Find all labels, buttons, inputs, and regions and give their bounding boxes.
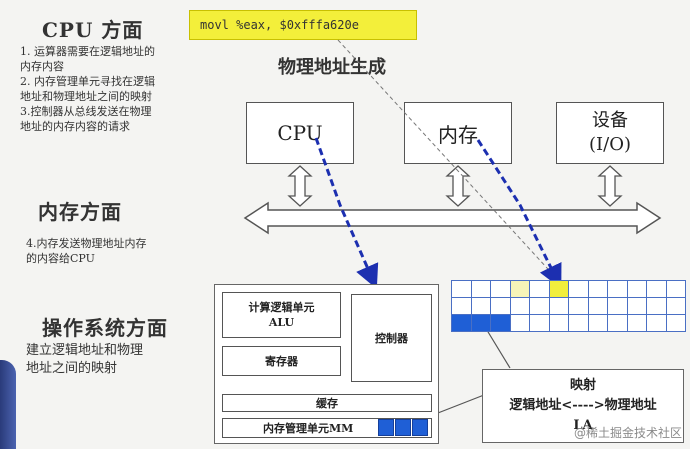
cpu-note-line: 地址的内存内容的请求 (20, 120, 130, 133)
registers-box: 寄存器 (222, 346, 341, 376)
memory-cell (646, 314, 667, 332)
memory-cell (529, 280, 550, 298)
bus-arrow (243, 201, 662, 235)
cpu-note-line: 地址和物理地址之间的映射 (20, 90, 152, 103)
mapping-box: 映射 逻辑地址<---->物理地址 LA (482, 369, 684, 443)
memory-cell (665, 314, 686, 332)
memory-cell (607, 314, 628, 332)
mmu-cell (395, 419, 411, 436)
memory-cell (646, 280, 667, 298)
cpu-note-line: 3.控制器从总线发送在物理 (20, 105, 152, 118)
memory-cell (470, 280, 491, 298)
mapping-title: 映射 (569, 378, 596, 393)
memory-cell (490, 297, 511, 315)
memory-cell (587, 314, 608, 332)
cpu-bus-arrow (287, 165, 313, 207)
alu-box: 计算逻辑单元 ALU (222, 292, 341, 338)
memory-cell (607, 280, 628, 298)
memory-cell (509, 297, 530, 315)
cpu-aspect-notes: 1. 运算器需要在逻辑地址的 内存内容 2. 内存管理单元寻找在逻辑 地址和物理… (20, 44, 220, 134)
memory-cell (665, 280, 686, 298)
assembly-instruction: movl %eax, $0xfffa620e (189, 10, 417, 40)
cpu-to-detail-arrow (314, 137, 379, 289)
device-io-label: (I/O) (589, 134, 631, 155)
controller-box: 控制器 (351, 294, 432, 382)
code-to-memory-line (337, 39, 559, 281)
memory-cell (490, 314, 511, 332)
cache-box: 缓存 (222, 394, 432, 412)
memory-cell (646, 297, 667, 315)
os-aspect-heading: 操作系统方面 (42, 316, 168, 340)
os-note-line: 地址之间的映射 (26, 361, 118, 376)
memory-cell (529, 314, 550, 332)
memory-cell (451, 280, 472, 298)
os-aspect-notes: 建立逻辑地址和物理 地址之间的映射 (26, 342, 216, 378)
memory-cell (568, 314, 589, 332)
memory-cell (509, 280, 530, 298)
memory-cell (626, 280, 647, 298)
memory-cell (607, 297, 628, 315)
memory-cell (509, 314, 530, 332)
memory-aspect-notes: 4.内存发送物理地址内存 的内容给CPU (26, 236, 226, 266)
memory-bus-arrow (445, 165, 471, 207)
memory-cell (451, 297, 472, 315)
alu-abbr: ALU (268, 316, 295, 329)
mapping-la: LA (573, 418, 593, 433)
memory-cell (548, 280, 569, 298)
memory-cell (626, 314, 647, 332)
mmu-cell (378, 419, 394, 436)
memory-cell (490, 280, 511, 298)
memory-cell (470, 314, 491, 332)
memory-cell (665, 297, 686, 315)
memory-to-cell-arrow (476, 139, 562, 289)
memory-cell (626, 297, 647, 315)
memory-aspect-heading: 内存方面 (38, 200, 122, 224)
memory-cell (568, 280, 589, 298)
memory-cell (568, 297, 589, 315)
watermark: @稀土掘金技术社区 (573, 426, 682, 440)
memory-box: 内存 (404, 102, 512, 164)
cpu-note-line: 1. 运算器需要在逻辑地址的 (20, 45, 155, 58)
memory-cell (470, 297, 491, 315)
device-bus-arrow (597, 165, 623, 207)
device-box: 设备 (I/O) (556, 102, 664, 164)
memory-cell (529, 297, 550, 315)
memory-cell (548, 314, 569, 332)
memory-note-line: 4.内存发送物理地址内存 (26, 237, 147, 250)
mmu-cell (412, 419, 428, 436)
memory-cell (587, 280, 608, 298)
memory-cell (451, 314, 472, 332)
memory-note-line: 的内容给CPU (26, 252, 95, 265)
cpu-aspect-heading: CPU 方面 (42, 18, 144, 42)
presenter-figure (0, 360, 16, 449)
cpu-note-line: 2. 内存管理单元寻找在逻辑 (20, 75, 155, 88)
memory-cell (587, 297, 608, 315)
cpu-box: CPU (246, 102, 354, 164)
device-label: 设备 (592, 110, 628, 131)
os-note-line: 建立逻辑地址和物理 (26, 343, 144, 358)
mapping-relation: 逻辑地址<---->物理地址 (509, 398, 657, 413)
alu-label: 计算逻辑单元 (248, 301, 315, 314)
cpu-note-line: 内存内容 (20, 60, 64, 73)
mmu-label: 内存管理单元MM (263, 422, 354, 435)
memory-cell (548, 297, 569, 315)
